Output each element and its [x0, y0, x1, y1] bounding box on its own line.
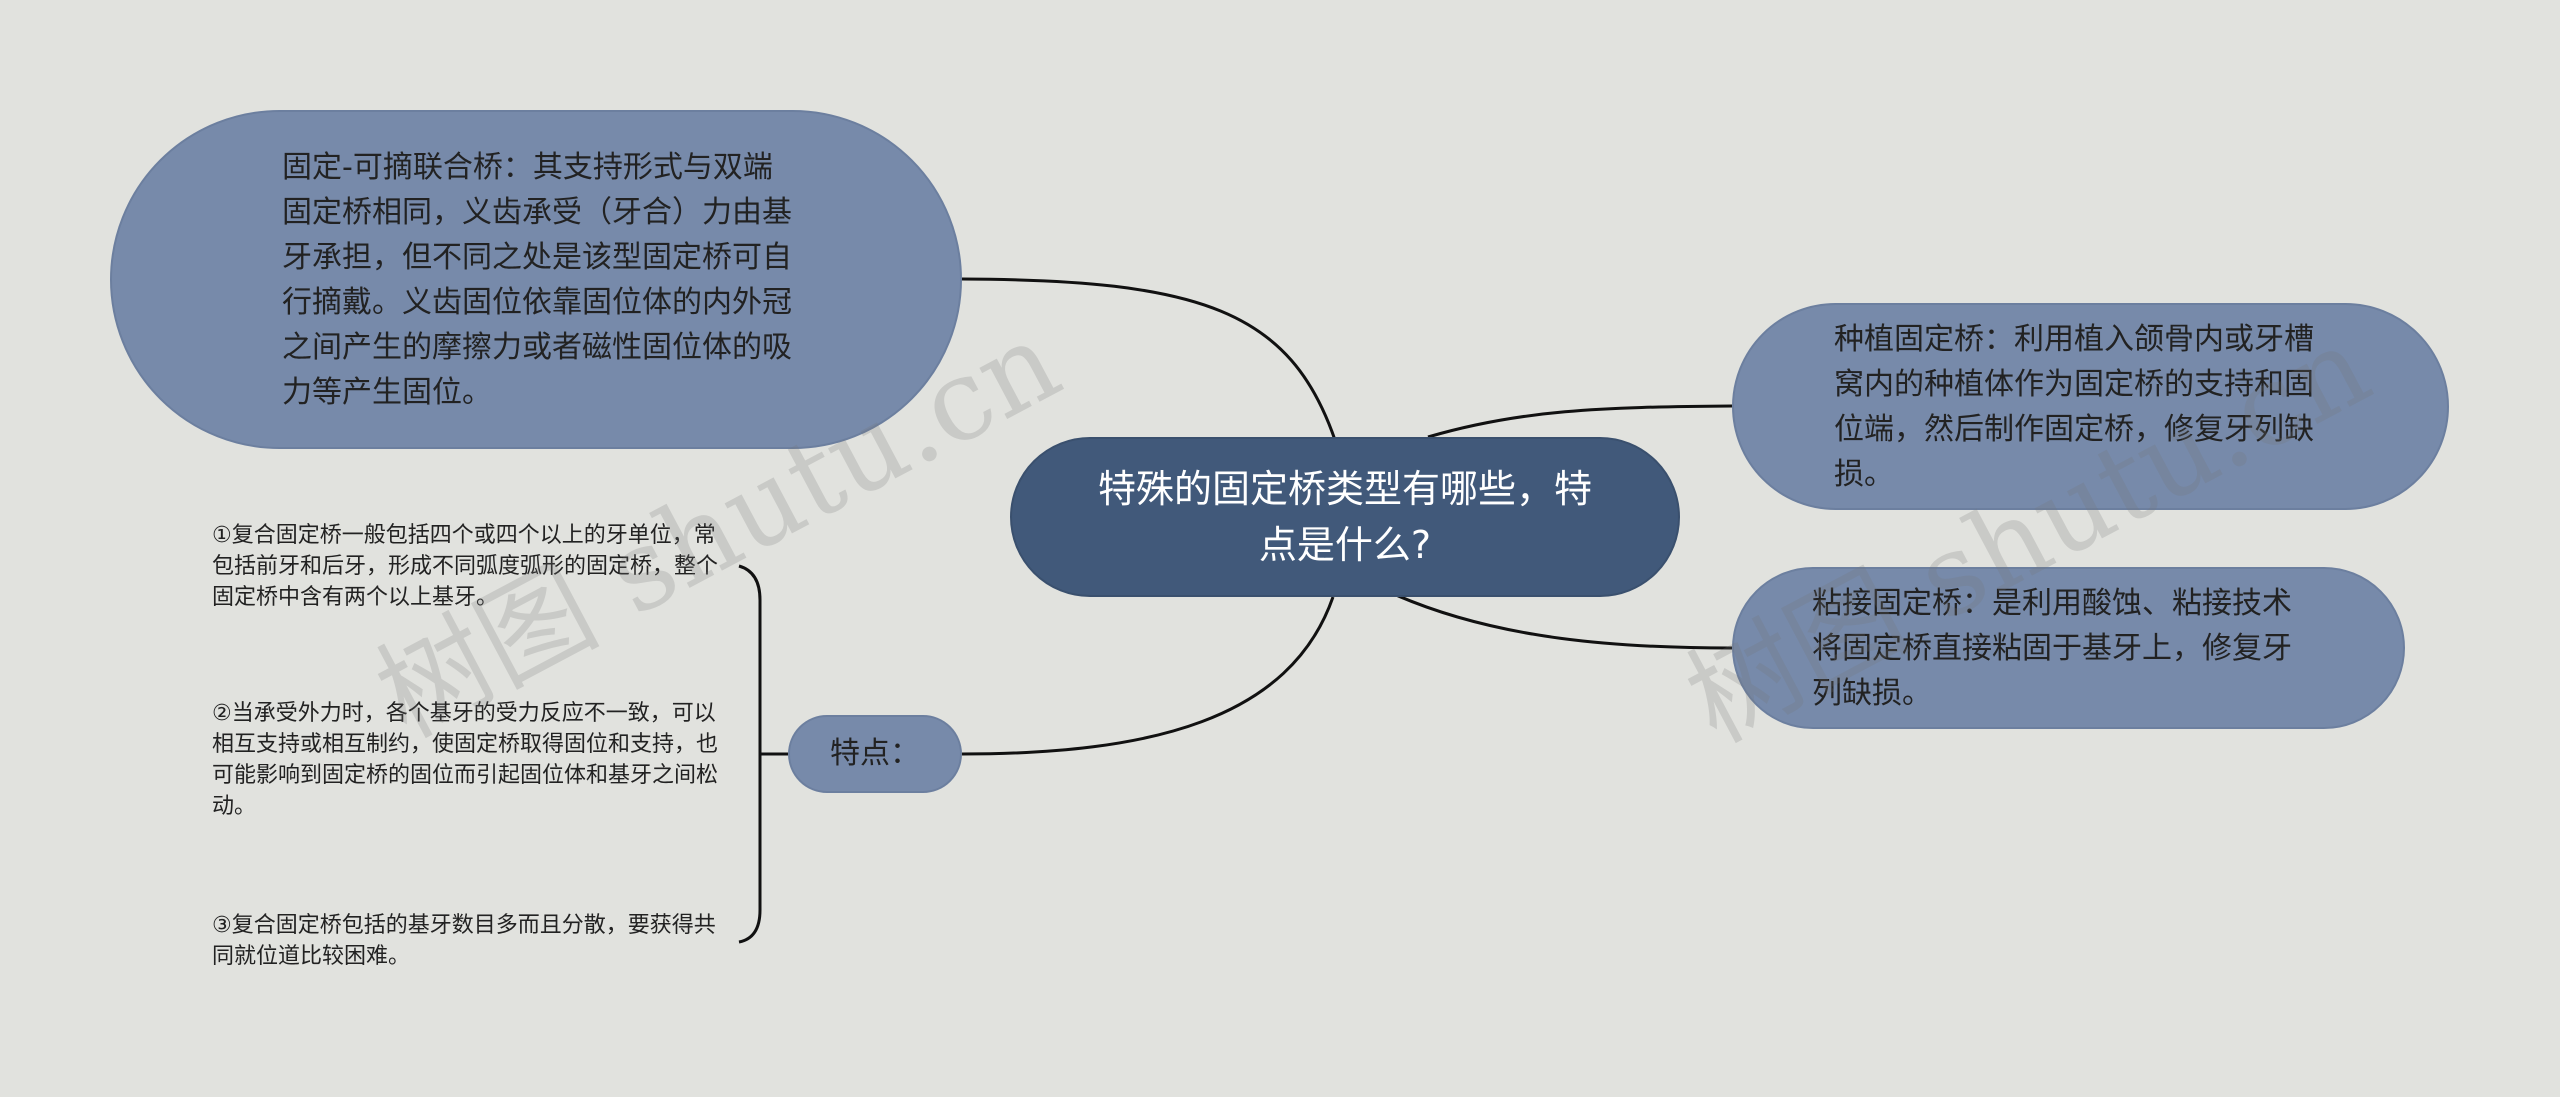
branch-adhesive-bridge[interactable]: 粘接固定桥：是利用酸蚀、粘接技术将固定桥直接粘固于基牙上，修复牙列缺损。	[1732, 567, 2405, 729]
feature-item-3: ③复合固定桥包括的基牙数目多而且分散，要获得共同就位道比较困难。	[212, 913, 716, 969]
link-central-to-adhesive	[1395, 593, 1733, 650]
link-central-to-features	[961, 596, 1335, 756]
link-central-to-removable	[961, 277, 1337, 441]
branch-removable-bridge[interactable]: 固定-可摘联合桥：其支持形式与双端固定桥相同，义齿承受（牙合）力由基牙承担，但不…	[110, 110, 962, 449]
central-topic-text: 特殊的固定桥类型有哪些，特点是什么?	[1097, 467, 1592, 567]
branch-implant-bridge[interactable]: 种植固定桥：利用植入颌骨内或牙槽窝内的种植体作为固定桥的支持和固位端，然后制作固…	[1732, 303, 2449, 510]
branch-removable-bridge-text: 固定-可摘联合桥：其支持形式与双端固定桥相同，义齿承受（牙合）力由基牙承担，但不…	[282, 149, 792, 410]
branch-implant-bridge-text: 种植固定桥：利用植入颌骨内或牙槽窝内的种植体作为固定桥的支持和固位端，然后制作固…	[1834, 321, 2314, 492]
feature-item-1: ①复合固定桥一般包括四个或四个以上的牙单位，常包括前牙和后牙，形成不同弧度弧形的…	[212, 523, 719, 610]
feature-item-2: ②当承受外力时，各个基牙的受力反应不一致，可以相互支持或相互制约，使固定桥取得固…	[212, 701, 719, 819]
link-central-to-implant	[1427, 404, 1733, 439]
branch-adhesive-bridge-text: 粘接固定桥：是利用酸蚀、粘接技术将固定桥直接粘固于基牙上，修复牙列缺损。	[1812, 585, 2292, 711]
link-features-to-leaves	[738, 564, 788, 944]
branch-features[interactable]: 特点：	[788, 715, 962, 793]
central-topic[interactable]: 特殊的固定桥类型有哪些，特点是什么?	[1010, 437, 1680, 597]
branch-features-label: 特点：	[830, 736, 920, 771]
